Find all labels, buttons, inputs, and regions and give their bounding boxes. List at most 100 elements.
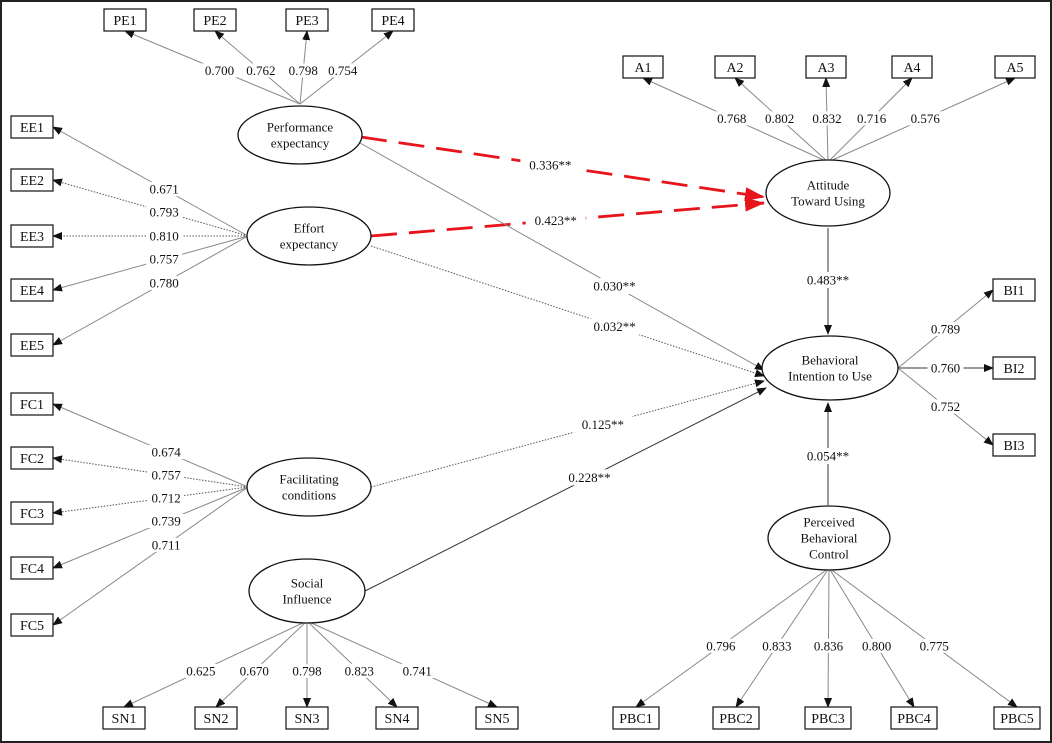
indicator-sn1: SN1 [102, 706, 146, 730]
indicator-label: A1 [634, 61, 651, 76]
loading-value-fc2: 0.757 [151, 467, 181, 482]
loading-label-bg [927, 399, 964, 414]
indicator-sn2: SN2 [194, 706, 238, 730]
loading-value-fc5: 0.711 [152, 537, 181, 552]
indicator-label: FC4 [20, 562, 44, 577]
loading-value-pbc1: 0.796 [706, 638, 736, 653]
loading-arrow-pbc1 [635, 567, 830, 708]
indicator-label: EE3 [20, 230, 44, 245]
construct-ellipse [237, 105, 363, 165]
loading-label-bg [853, 111, 890, 126]
construct-label-line: Perceived [803, 515, 855, 530]
indicator-label: FC2 [20, 452, 44, 467]
loading-value-a4: 0.716 [857, 111, 887, 126]
loading-arrow-pbc5 [828, 567, 1018, 708]
loading-arrow-ee1 [52, 126, 249, 237]
indicator-pbc2: PBC2 [712, 706, 760, 730]
loading-value-pbc5: 0.775 [920, 638, 949, 653]
construct-label-line: conditions [282, 488, 336, 503]
indicator-a2: A2 [714, 55, 756, 79]
indicator-label: SN3 [295, 712, 320, 727]
indicator-label: FC1 [20, 398, 44, 413]
loading-value-a1: 0.768 [717, 111, 746, 126]
loading-label-bg [758, 638, 795, 653]
indicator-label: BI2 [1004, 362, 1025, 377]
loading-label-bg [236, 663, 273, 678]
indicator-label: PE4 [381, 14, 404, 29]
indicator-label: SN1 [112, 712, 137, 727]
loading-label-bg [146, 229, 183, 243]
indicator-label: PBC1 [619, 712, 652, 727]
indicator-pe4: PE4 [371, 8, 415, 32]
loading-arrow-ee2 [52, 178, 249, 237]
path-coefficient-fc-to-bi: 0.125** [582, 417, 624, 432]
indicator-label: PE3 [295, 14, 318, 29]
indicator-bi1: BI1 [992, 278, 1036, 302]
indicator-ee2: EE2 [10, 168, 54, 192]
indicator-label: EE2 [20, 174, 44, 189]
path-coefficient-ee-to-bi: 0.032** [594, 319, 636, 334]
loading-value-sn3: 0.798 [292, 663, 321, 678]
indicator-label: PE1 [113, 14, 136, 29]
loading-value-sn5: 0.741 [403, 663, 432, 678]
loading-label-bg [148, 445, 185, 460]
loading-value-ee2: 0.793 [150, 204, 179, 219]
loading-label-bg [285, 63, 322, 78]
loading-value-a5: 0.576 [911, 111, 941, 126]
path-arrow-si-to-bi [364, 387, 767, 592]
construct-label-line: Social [291, 576, 324, 591]
path-label-bg [584, 278, 645, 295]
loading-value-ee5: 0.780 [150, 275, 179, 290]
indicator-pbc3: PBC3 [804, 706, 852, 730]
indicator-label: PBC3 [811, 712, 844, 727]
loading-value-bi1: 0.789 [931, 322, 960, 337]
construct-ellipse [765, 159, 891, 227]
loading-label-bg [927, 361, 964, 375]
loading-value-ee1: 0.671 [150, 182, 179, 197]
loading-label-bg [201, 63, 238, 78]
indicator-sn3: SN3 [285, 706, 329, 730]
loading-label-bg [148, 537, 185, 552]
loading-value-pe2: 0.762 [246, 63, 275, 78]
indicator-label: SN2 [204, 712, 229, 727]
indicator-label: PBC2 [719, 712, 752, 727]
path-coefficient-ee-to-atu: 0.423** [535, 213, 577, 228]
path-coefficient-si-to-bi: 0.228** [568, 470, 610, 485]
indicator-fc2: FC2 [10, 446, 54, 470]
loading-label-bg [858, 638, 895, 653]
indicator-ee3: EE3 [10, 224, 54, 248]
loading-value-bi3: 0.752 [931, 399, 960, 414]
indicator-ee1: EE1 [10, 115, 54, 139]
loading-arrow-pbc3 [824, 567, 833, 708]
construct-ellipse [246, 457, 372, 517]
indicator-label: EE4 [20, 284, 44, 299]
indicator-label: PE2 [203, 14, 226, 29]
loading-value-ee4: 0.757 [150, 252, 180, 267]
indicator-label: PBC4 [897, 712, 930, 727]
indicator-label: FC3 [20, 507, 44, 522]
loading-value-sn4: 0.823 [345, 663, 374, 678]
loading-value-pe1: 0.700 [205, 63, 234, 78]
indicator-label: PBC5 [1000, 712, 1033, 727]
construct-label-line: Behavioral [801, 353, 858, 368]
loading-label-bg [927, 322, 964, 336]
path-coefficient-pbc-to-bi: 0.054** [807, 449, 849, 464]
loading-label-bg [713, 111, 750, 126]
path-label-bg [520, 157, 581, 174]
indicator-fc4: FC4 [10, 556, 54, 580]
loading-label-bg [148, 514, 185, 529]
indicator-a1: A1 [622, 55, 664, 79]
loading-label-bg [810, 638, 847, 653]
loading-value-fc3: 0.712 [151, 490, 180, 505]
loading-label-bg [242, 63, 279, 78]
indicator-pbc5: PBC5 [993, 706, 1041, 730]
indicator-bi2: BI2 [992, 356, 1036, 380]
path-label-bg [798, 271, 858, 288]
loading-value-pbc2: 0.833 [762, 638, 791, 653]
